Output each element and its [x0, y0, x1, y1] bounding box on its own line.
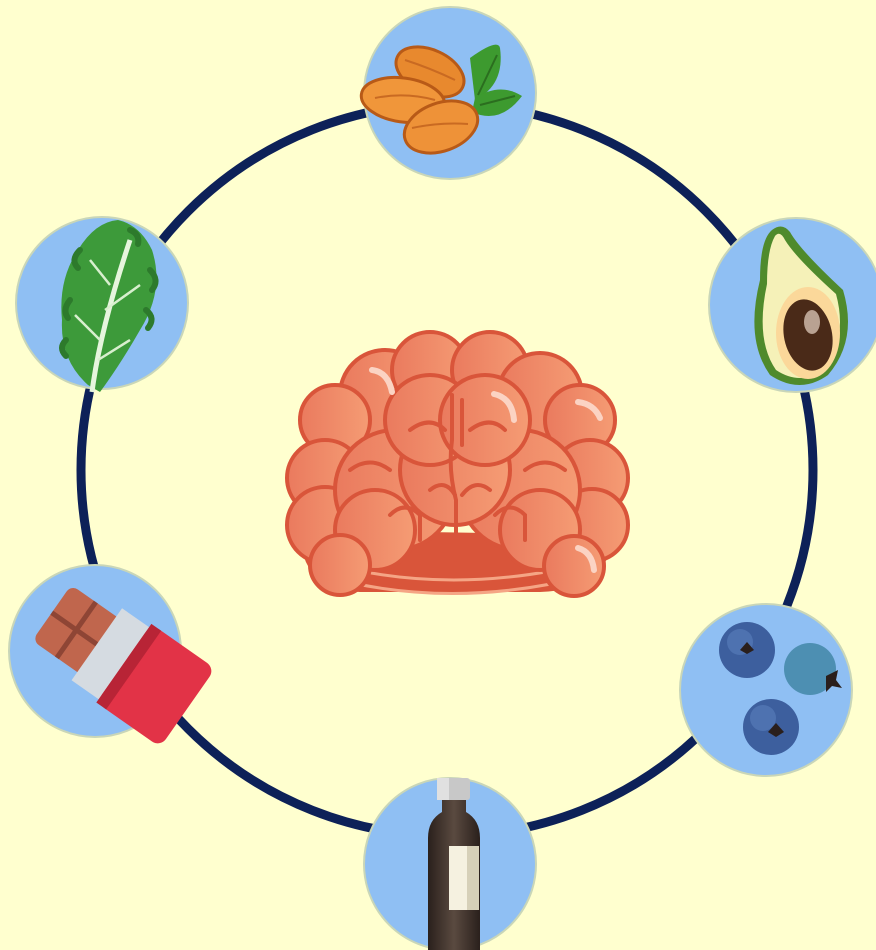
- avocado-node: [709, 218, 876, 392]
- kale-leaf-node: [16, 217, 188, 392]
- blueberries-node: [680, 604, 852, 776]
- olive-oil-bottle-node: [364, 778, 536, 950]
